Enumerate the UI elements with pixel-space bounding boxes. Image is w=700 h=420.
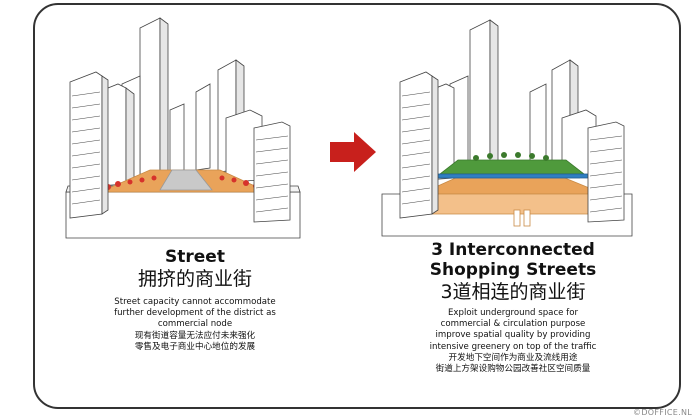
front-right-building xyxy=(587,121,625,223)
left-desc-line: further development of the district as xyxy=(114,308,276,319)
right-desc-line: Exploit underground space for xyxy=(447,308,579,318)
green-deck xyxy=(438,159,586,175)
right-panel-text: 3 Interconnected Shopping Streets 3道相连的商… xyxy=(388,240,638,375)
interconnected-streets-illustration xyxy=(381,19,633,237)
left-desc-line: 零售及电子商业中心地位的发展 xyxy=(134,341,256,352)
deck-edge xyxy=(433,173,589,179)
mid-building-side xyxy=(125,87,135,185)
front-left-building-side xyxy=(431,75,439,215)
left-description: Street capacity cannot accommodate furth… xyxy=(85,297,305,353)
bg-tower-side xyxy=(159,17,169,176)
right-title-en-line1: 3 Interconnected xyxy=(431,240,595,260)
left-panel-text: Street 拥挤的商业街 Street capacity cannot acc… xyxy=(85,247,305,353)
bg-tower xyxy=(195,83,211,171)
left-title-cn: 拥挤的商业街 xyxy=(137,268,252,290)
front-right-windows xyxy=(589,135,623,213)
right-desc-line: 开发地下空间作为商业及流线用途 xyxy=(448,352,578,363)
front-left-windows xyxy=(71,91,101,205)
bg-tower xyxy=(529,83,547,163)
frame-border xyxy=(33,3,681,409)
street-illustration xyxy=(65,17,301,239)
front-right-building xyxy=(253,121,291,223)
deck-trees xyxy=(473,152,549,161)
bg-tower xyxy=(169,103,185,173)
right-title-cn: 3道相连的商业街 xyxy=(440,281,586,303)
bg-tower xyxy=(139,17,161,181)
right-title-en-line2: Shopping Streets xyxy=(429,260,597,280)
right-desc-line: improve spatial quality by providing xyxy=(435,330,591,341)
front-right-windows xyxy=(255,135,289,213)
right-arrow-icon xyxy=(330,132,376,172)
right-desc-line: intensive greenery on top of the traffic xyxy=(429,341,597,352)
credit-text: ©DOFFICE.NL xyxy=(633,408,692,417)
front-left-windows xyxy=(401,91,431,205)
road xyxy=(159,169,213,191)
left-desc-line: 现有街道容量无法应付未来强化 xyxy=(134,330,256,341)
underground-openings xyxy=(513,209,531,227)
front-left-building-side xyxy=(101,75,109,215)
underground-level xyxy=(419,193,605,215)
left-desc-line: commercial node xyxy=(157,319,233,330)
right-desc-line: commercial & circulation purpose xyxy=(440,319,586,330)
left-title-en: Street xyxy=(165,247,225,267)
bg-tower-side xyxy=(489,19,499,167)
right-description: Exploit underground space for commercial… xyxy=(388,308,638,375)
bg-tower xyxy=(469,19,491,171)
left-desc-line: Street capacity cannot accommodate xyxy=(114,297,276,307)
right-desc-line: 街道上方架设购物公园改善社区空间质量 xyxy=(435,364,591,375)
